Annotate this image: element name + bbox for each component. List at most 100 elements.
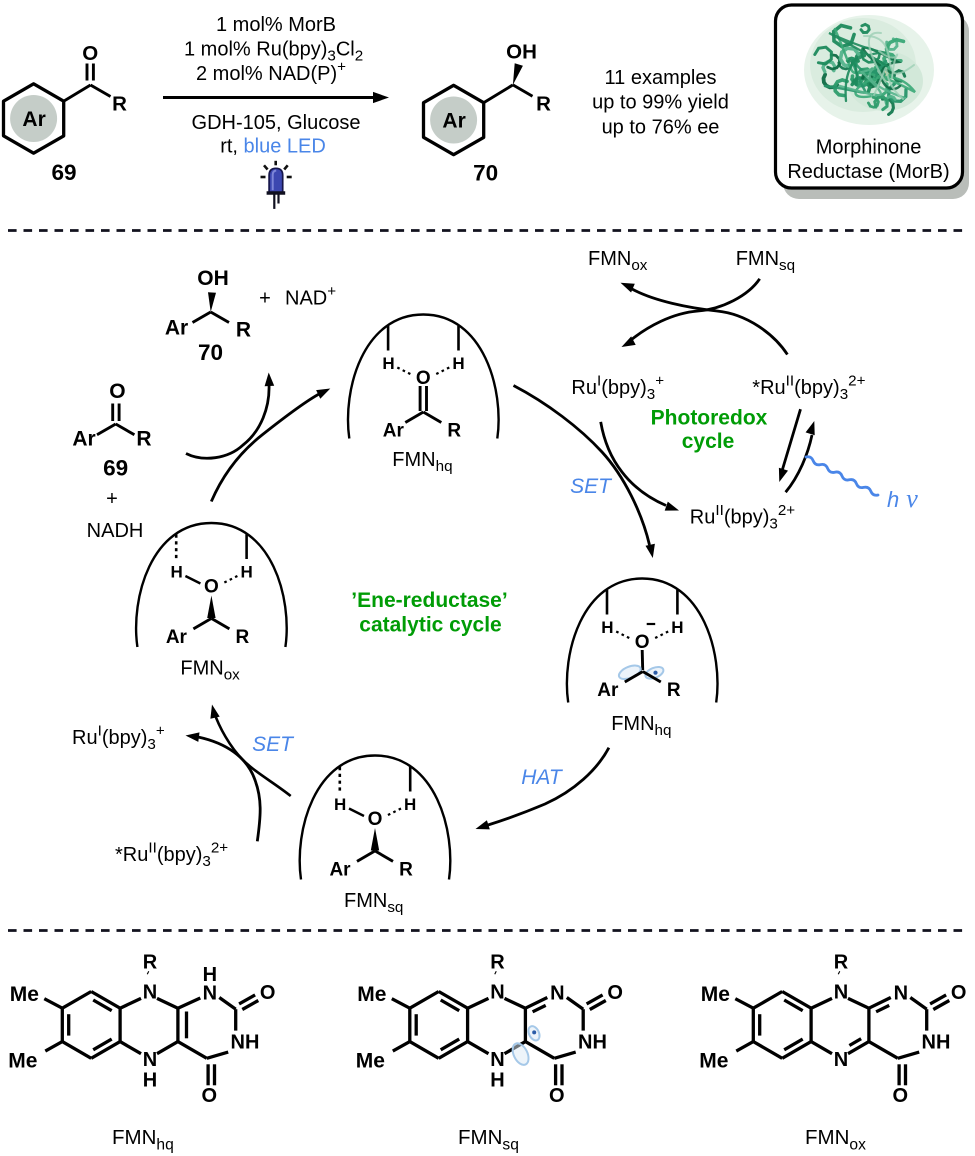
svg-text:Ar: Ar: [72, 428, 95, 451]
svg-text:69: 69: [103, 456, 128, 481]
svg-text:H: H: [382, 354, 394, 373]
svg-text:up to 99% yield: up to 99% yield: [592, 92, 729, 114]
svg-text:R: R: [447, 421, 461, 442]
svg-text:NADH: NADH: [87, 520, 144, 542]
svg-text:O: O: [893, 1085, 909, 1107]
svg-text:O: O: [82, 42, 98, 65]
svg-text:+: +: [106, 488, 118, 510]
svg-text:O: O: [204, 577, 219, 598]
svg-text:FMNsq: FMNsq: [736, 248, 795, 274]
svg-text:O: O: [635, 632, 650, 653]
svg-text:GDH-105, Glucose: GDH-105, Glucose: [192, 112, 361, 134]
svg-text:O: O: [109, 380, 125, 403]
svg-text:Ar: Ar: [329, 859, 351, 880]
svg-text:N: N: [143, 982, 157, 1004]
svg-text:FMNhq: FMNhq: [611, 713, 671, 739]
svg-text:RuI(bpy)3+: RuI(bpy)3+: [72, 723, 165, 754]
svg-text:FMNox: FMNox: [588, 248, 648, 274]
svg-text:N: N: [921, 1032, 935, 1054]
svg-text:R: R: [536, 93, 551, 116]
svg-text:NAD+: NAD+: [285, 283, 336, 309]
svg-text:N: N: [834, 1049, 848, 1071]
svg-text:Me: Me: [356, 1050, 385, 1073]
svg-text:H: H: [671, 618, 683, 637]
svg-text:1 mol% MorB: 1 mol% MorB: [216, 14, 336, 36]
svg-text:H: H: [404, 795, 416, 814]
svg-text:H: H: [240, 563, 252, 582]
svg-text:O: O: [549, 1085, 565, 1107]
svg-text:O: O: [416, 368, 431, 389]
svg-text:N: N: [578, 1032, 592, 1054]
svg-text:R: R: [136, 428, 151, 451]
svg-text:N: N: [834, 982, 848, 1004]
svg-text:OH: OH: [506, 41, 537, 64]
svg-text:FMNhq: FMNhq: [392, 449, 452, 475]
svg-text:O: O: [368, 809, 383, 830]
svg-text:H: H: [452, 354, 464, 373]
svg-text:H: H: [143, 1069, 157, 1091]
svg-text:R: R: [667, 680, 681, 701]
svg-text:H: H: [490, 1069, 504, 1091]
svg-text:R: R: [236, 627, 250, 648]
svg-text:’Ene-reductase’: ’Ene-reductase’: [351, 589, 507, 612]
svg-text:RuI(bpy)3+: RuI(bpy)3+: [571, 373, 664, 404]
svg-text:FMNox: FMNox: [180, 658, 240, 684]
svg-text:hν: hν: [887, 484, 918, 513]
svg-text:R: R: [112, 93, 127, 116]
svg-text:Me: Me: [10, 983, 39, 1006]
svg-text:*RuII(bpy)32+: *RuII(bpy)32+: [115, 840, 228, 871]
svg-text:H: H: [592, 1032, 606, 1054]
svg-text:HAT: HAT: [521, 766, 564, 789]
svg-text:N: N: [894, 983, 908, 1005]
svg-text:R: R: [399, 859, 413, 880]
svg-text:R: R: [834, 952, 849, 974]
svg-text:up to 76% ee: up to 76% ee: [602, 116, 720, 138]
svg-text:OH: OH: [197, 267, 229, 290]
svg-text:N: N: [490, 982, 504, 1004]
svg-text:Ar: Ar: [165, 317, 188, 340]
svg-text:Photoredox: Photoredox: [651, 407, 768, 430]
svg-text:N: N: [203, 983, 217, 1005]
svg-text:*RuII(bpy)32+: *RuII(bpy)32+: [752, 373, 865, 404]
svg-text:O: O: [951, 982, 967, 1004]
svg-text:1 mol% Ru(bpy)3Cl2: 1 mol% Ru(bpy)3Cl2: [184, 39, 363, 65]
svg-text:N: N: [143, 1049, 157, 1071]
svg-text:Ar: Ar: [166, 627, 188, 648]
svg-text:Ar: Ar: [442, 110, 465, 133]
svg-text:70: 70: [198, 340, 223, 365]
svg-text:2 mol% NAD(P)+: 2 mol% NAD(P)+: [196, 59, 346, 85]
svg-text:Me: Me: [8, 1050, 37, 1073]
svg-text:Morphinone: Morphinone: [816, 137, 922, 159]
svg-text:H: H: [601, 618, 613, 637]
svg-text:SET: SET: [252, 733, 295, 756]
svg-text:Reductase (MorB): Reductase (MorB): [787, 161, 949, 183]
svg-text:cycle: cycle: [682, 430, 735, 453]
svg-text:H: H: [936, 1032, 950, 1054]
svg-text:Ar: Ar: [383, 421, 405, 442]
svg-text:R: R: [143, 952, 158, 974]
svg-text:H: H: [203, 964, 217, 986]
svg-text:R: R: [236, 319, 251, 342]
svg-text:H: H: [170, 563, 182, 582]
svg-text:O: O: [202, 1085, 218, 1107]
svg-text:Ar: Ar: [597, 680, 619, 701]
svg-text:FMNsq: FMNsq: [458, 1126, 519, 1153]
svg-text:+: +: [259, 288, 271, 310]
svg-text:N: N: [230, 1032, 244, 1054]
svg-text:FMNsq: FMNsq: [344, 890, 403, 916]
svg-text:O: O: [260, 982, 276, 1004]
svg-text:FMNox: FMNox: [805, 1126, 866, 1153]
svg-text:70: 70: [473, 161, 498, 186]
svg-text:Me: Me: [701, 983, 730, 1006]
svg-text:FMNhq: FMNhq: [112, 1126, 174, 1153]
svg-text:rt, blue LED: rt, blue LED: [220, 136, 326, 158]
svg-text:Me: Me: [699, 1050, 728, 1073]
svg-text:catalytic cycle: catalytic cycle: [359, 614, 501, 637]
svg-text:Me: Me: [357, 983, 386, 1006]
svg-text:SET: SET: [570, 475, 613, 498]
svg-text:H: H: [334, 795, 346, 814]
svg-text:H: H: [245, 1032, 259, 1054]
svg-text:R: R: [490, 952, 505, 974]
svg-text:RuII(bpy)32+: RuII(bpy)32+: [690, 502, 796, 533]
svg-text:N: N: [550, 983, 564, 1005]
